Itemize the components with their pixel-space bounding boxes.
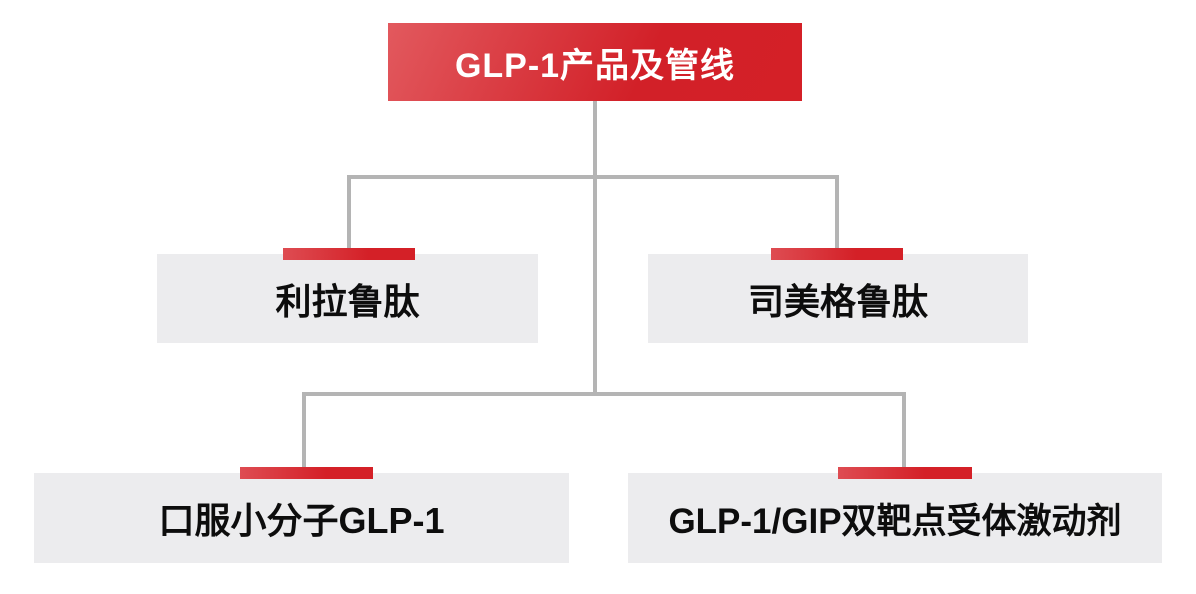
accent-bar-oral-glp1 <box>240 467 373 479</box>
connector-rail-level2 <box>302 392 906 396</box>
root-node-label: GLP-1产品及管线 <box>454 46 736 85</box>
connector-mid-stem <box>593 179 597 394</box>
root-node-glp1-pipeline: GLP-1产品及管线 <box>388 23 802 101</box>
connector-drop-semaglutide <box>835 175 839 250</box>
connector-drop-oral-glp1 <box>302 392 306 469</box>
accent-bar-dual-agonist <box>838 467 972 479</box>
connector-drop-dual-agonist <box>902 392 906 469</box>
node-label: 司美格鲁肽 <box>747 280 928 322</box>
tree-node-glp1-gip-dual-agonist: GLP-1/GIP双靶点受体激动剂 <box>628 473 1162 563</box>
accent-bar-semaglutide <box>771 248 903 260</box>
connector-drop-liraglutide <box>347 175 351 250</box>
connector-rail-level1 <box>347 175 839 179</box>
accent-bar-liraglutide <box>283 248 415 260</box>
node-label: 口服小分子GLP-1 <box>158 500 445 541</box>
tree-node-oral-small-molecule-glp1: 口服小分子GLP-1 <box>34 473 569 563</box>
node-label: GLP-1/GIP双靶点受体激动剂 <box>668 501 1122 541</box>
tree-node-liraglutide: 利拉鲁肽 <box>157 254 538 343</box>
tree-node-semaglutide: 司美格鲁肽 <box>648 254 1028 343</box>
node-label: 利拉鲁肽 <box>275 280 420 322</box>
connector-root-stem <box>593 101 597 179</box>
